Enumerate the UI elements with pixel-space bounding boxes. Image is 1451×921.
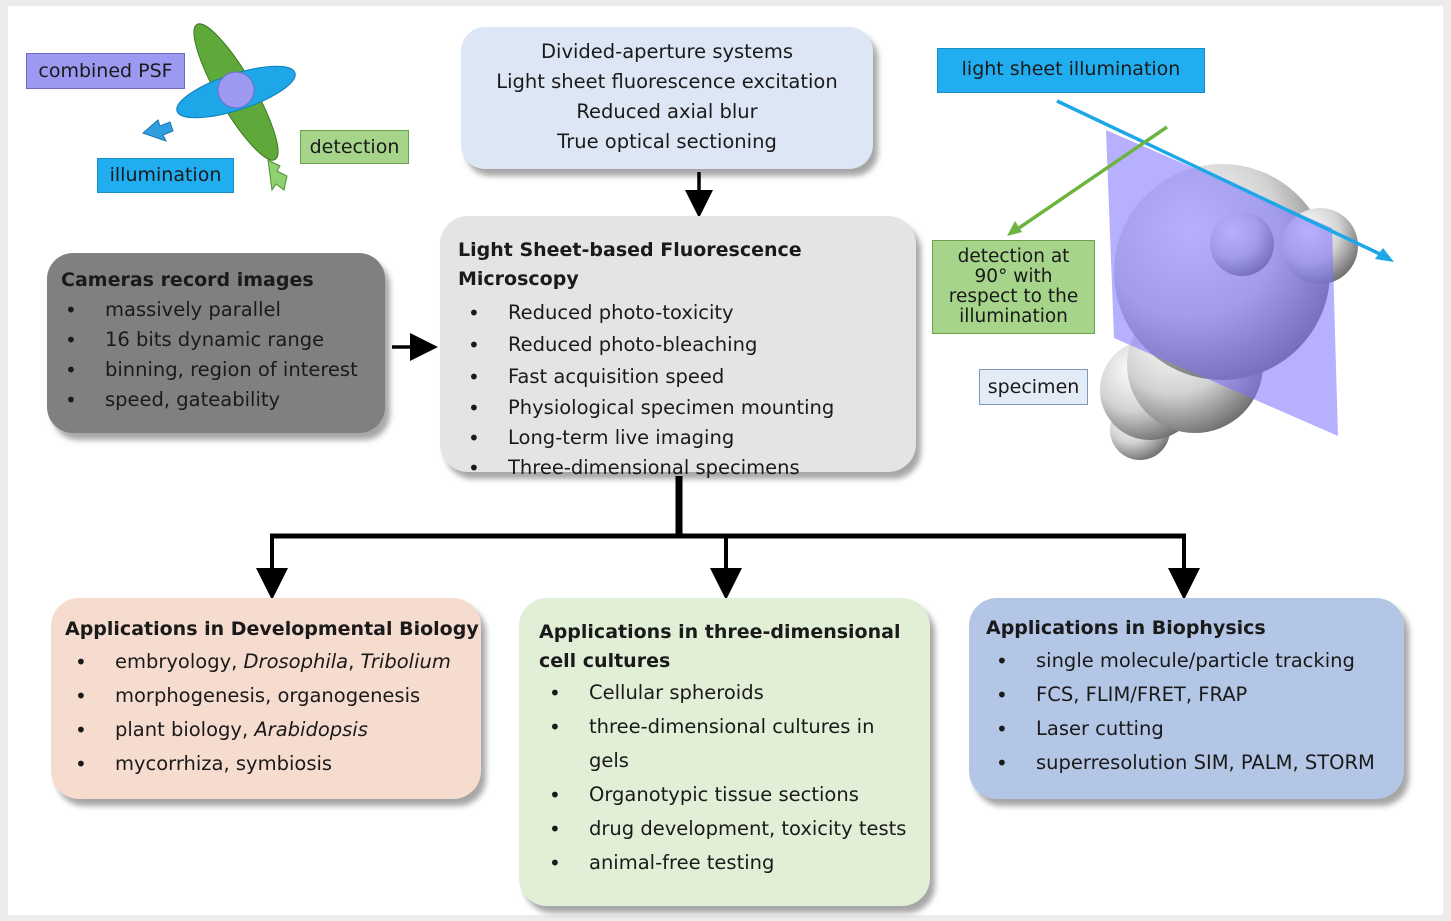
detection-90-line: respect to the	[948, 286, 1079, 307]
detection-beam	[1015, 125, 1168, 232]
list-item: 16 bits dynamic range	[55, 325, 385, 355]
detection-90-line: detection at	[957, 246, 1070, 267]
dev-bio-box-title: Applications in Developmental Biology	[65, 618, 479, 640]
cameras-box-title: Cameras record images	[61, 269, 314, 291]
top-box-line: Divided-aperture systems	[541, 40, 793, 63]
list-item: mycorrhiza, symbiosis	[65, 747, 481, 781]
detection-90-line: 90° with	[974, 266, 1053, 287]
list-item-italic: Drosophila	[243, 650, 349, 673]
list-item: drug development, toxicity tests	[539, 812, 910, 846]
list-item: massively parallel	[55, 295, 385, 325]
center-box-title: Light Sheet-based Fluorescence Microscop…	[458, 239, 802, 290]
dev-bio-box: Applications in Developmental Biology em…	[51, 598, 481, 799]
list-item: embryology, Drosophila, Tribolium	[65, 645, 481, 679]
psf-graphic	[142, 23, 296, 192]
list-item: speed, gateability	[55, 385, 385, 415]
cell-cultures-title-line: Applications in three-dimensional	[539, 621, 901, 643]
center-box: Light Sheet-based Fluorescence Microscop…	[440, 216, 916, 483]
combined-psf-label: combined PSF	[26, 53, 185, 89]
dev-bio-box-list: embryology, Drosophila, Tribolium morpho…	[65, 645, 481, 781]
list-item: Three-dimensional specimens	[458, 453, 916, 483]
list-item-text: embryology,	[115, 650, 244, 673]
detection-90-line: illumination	[959, 306, 1068, 327]
detection-label: detection	[300, 130, 409, 164]
list-item: Physiological specimen mounting	[458, 393, 916, 423]
top-box-line: Reduced axial blur	[576, 100, 758, 123]
list-item: binning, region of interest	[55, 355, 385, 385]
top-box: Divided-aperture systems Light sheet flu…	[461, 27, 873, 169]
light-sheet-beam	[1056, 99, 1383, 257]
list-item: Reduced photo-toxicity	[458, 297, 916, 329]
list-item: Organotypic tissue sections	[539, 778, 910, 812]
detection-arrow-icon	[267, 159, 288, 192]
biophysics-box: Applications in Biophysics single molecu…	[969, 598, 1404, 799]
specimen-text: specimen	[987, 376, 1080, 398]
light-sheet-illumination-text: light sheet illumination	[961, 58, 1181, 80]
cameras-box-list: massively parallel 16 bits dynamic range…	[55, 295, 385, 415]
top-box-line: Light sheet fluorescence excitation	[496, 70, 838, 93]
list-item: FCS, FLIM/FRET, FRAP	[986, 678, 1404, 712]
illumination-text: illumination	[109, 164, 222, 186]
center-box-list: Reduced photo-toxicity Reduced photo-ble…	[458, 297, 916, 483]
list-item-text: plant biology,	[115, 718, 255, 741]
biophysics-box-list: single molecule/particle tracking FCS, F…	[986, 644, 1404, 780]
list-item-italic: Tribolium	[360, 650, 451, 673]
list-item: morphogenesis, organogenesis	[65, 679, 481, 713]
cell-cultures-title-line: cell cultures	[539, 650, 671, 672]
list-item: Reduced photo-bleaching	[458, 329, 916, 361]
list-item: Fast acquisition speed	[458, 361, 916, 393]
illumination-arrow-icon	[142, 119, 174, 142]
list-item: single molecule/particle tracking	[986, 644, 1404, 678]
biophysics-box-title: Applications in Biophysics	[986, 617, 1266, 639]
detection-text: detection	[309, 136, 400, 158]
combined-psf-text: combined PSF	[38, 60, 173, 82]
cell-cultures-box-title: Applications in three-dimensional cell c…	[539, 618, 930, 676]
list-item: superresolution SIM, PALM, STORM	[986, 746, 1404, 780]
list-item: Cellular spheroids	[539, 676, 910, 710]
cell-cultures-box-list: Cellular spheroids three-dimensional cul…	[539, 676, 910, 880]
cameras-box: Cameras record images massively parallel…	[47, 253, 385, 433]
list-item: Laser cutting	[986, 712, 1404, 746]
list-item: three-dimensional cultures in gels	[539, 710, 910, 778]
illumination-label: illumination	[97, 158, 234, 193]
top-box-line: True optical sectioning	[557, 130, 777, 153]
list-item: plant biology, Arabidopsis	[65, 713, 481, 747]
specimen-label: specimen	[979, 369, 1088, 405]
list-item-italic: Arabidopsis	[254, 718, 368, 741]
list-item: animal-free testing	[539, 846, 910, 880]
list-item: Long-term live imaging	[458, 423, 916, 453]
cell-cultures-box: Applications in three-dimensional cell c…	[519, 598, 930, 906]
light-sheet-illumination-label: light sheet illumination	[937, 48, 1205, 93]
list-item-text: ,	[348, 650, 361, 673]
specimen-graphic	[1007, 99, 1394, 460]
detection-90-label: detection at 90° with respect to the ill…	[932, 240, 1095, 334]
